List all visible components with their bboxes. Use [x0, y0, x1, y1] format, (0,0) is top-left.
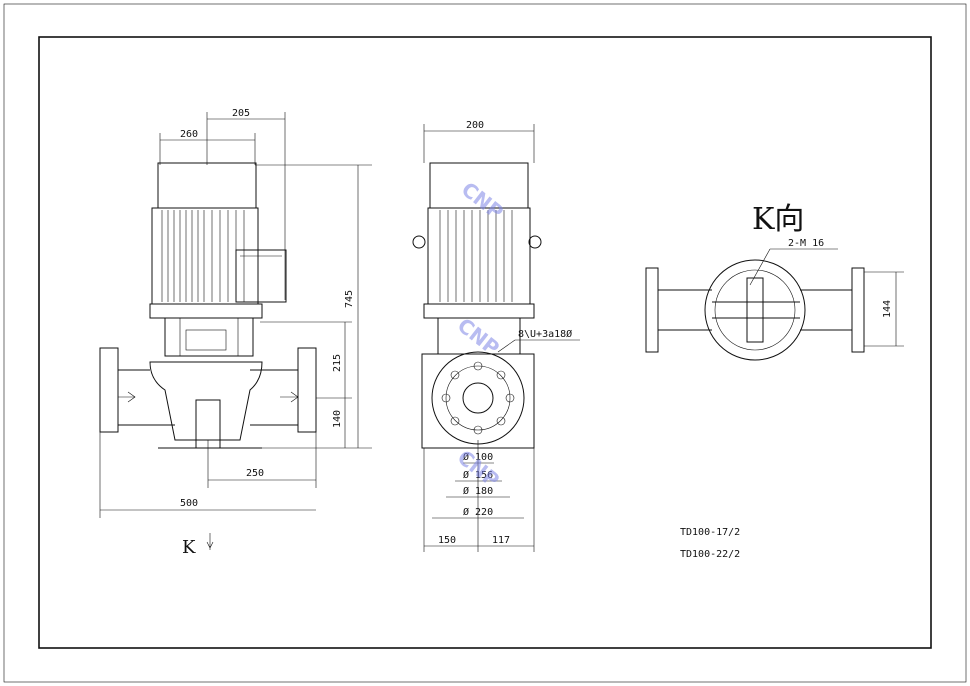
bolt-hole-spec: 8\U+3a18Ø: [518, 328, 572, 340]
motor-flange: [149, 303, 263, 319]
bolt-holes: [441, 361, 515, 435]
lifting-eye-right: [528, 235, 542, 249]
dim-745: 745: [344, 290, 355, 308]
side-view: 205 260 745 215 140 250 500 K: [99, 108, 372, 558]
dim-d220: Ø 220: [463, 506, 493, 518]
k-flange-left: [645, 267, 659, 353]
front-dimension-lines: [423, 124, 580, 552]
dim-d156: Ø 156: [463, 469, 493, 481]
flow-arrow-out: [280, 391, 299, 403]
bolt-circle: [445, 365, 511, 431]
motor-flange-front: [423, 303, 535, 319]
k-view-title: K向: [752, 202, 804, 237]
front-view: 200 8\U+3a18Ø Ø 100 Ø 156 Ø 180 Ø 220 15…: [412, 120, 580, 552]
pump-casing: [149, 361, 263, 441]
motor-cap: [157, 162, 257, 209]
dim-117: 117: [492, 535, 510, 546]
side-dimension-lines: [99, 112, 372, 518]
dim-d100: Ø 100: [463, 451, 493, 463]
flow-arrow-in: [118, 391, 136, 403]
bracket: [164, 317, 254, 357]
watermark-1: CNP: [457, 177, 508, 224]
dim-140: 140: [332, 410, 343, 428]
k-view: K向 2-M 16 144: [645, 202, 904, 361]
inner-border: [38, 36, 932, 649]
bolt-label: 2-M 16: [788, 238, 824, 249]
model-2: TD100-22/2: [680, 549, 740, 560]
outer-border: [3, 3, 967, 683]
dim-260: 260: [180, 129, 198, 140]
lifting-eye-left: [412, 235, 426, 249]
dim-205: 205: [232, 108, 250, 119]
k-dimension-lines: [864, 271, 904, 347]
dim-215: 215: [332, 354, 343, 372]
dim-500: 500: [180, 498, 198, 509]
outlet-flange: [297, 347, 317, 433]
dim-d180: Ø 180: [463, 485, 493, 497]
motor-fins-front: [439, 210, 513, 302]
k-dim-144: 144: [882, 300, 893, 318]
dim-250: 250: [246, 468, 264, 479]
watermark-2: CNP: [453, 313, 504, 360]
model-1: TD100-17/2: [680, 527, 740, 538]
k-flange-right: [851, 267, 865, 353]
motor-body-front: [427, 207, 531, 305]
bore: [462, 382, 494, 414]
k-volute: [704, 259, 806, 361]
inlet-flange: [99, 347, 119, 433]
motor-fins: [161, 210, 245, 302]
view-arrow-icon: [206, 533, 214, 550]
view-arrow-label: K: [182, 537, 196, 558]
terminal-box: [235, 249, 287, 303]
dim-200: 200: [466, 120, 484, 131]
dim-150: 150: [438, 535, 456, 546]
